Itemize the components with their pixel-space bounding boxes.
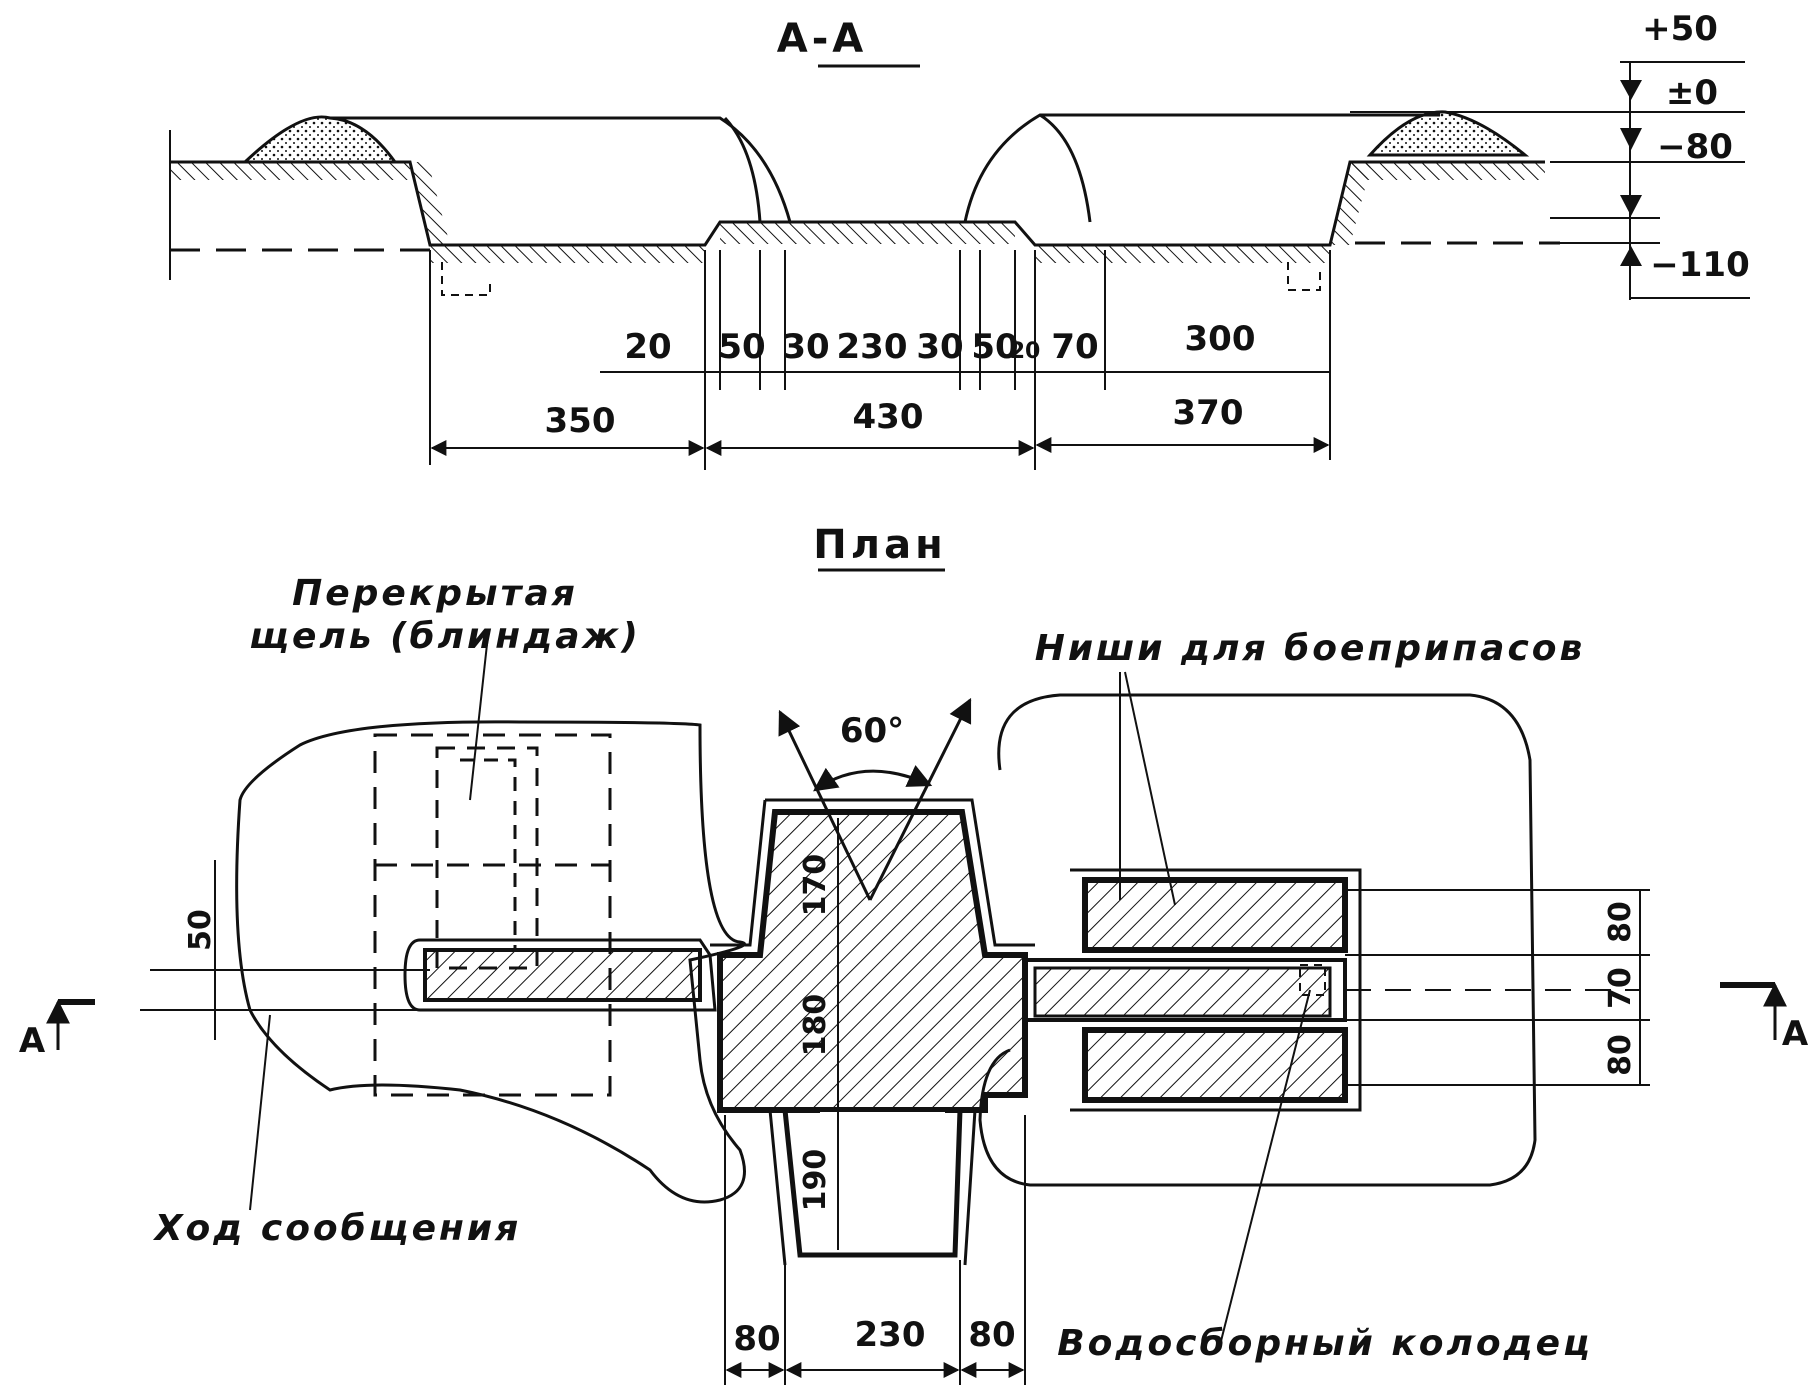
fire-sector-arc-right xyxy=(1039,113,1092,223)
plan-dim-left: 50 xyxy=(150,860,430,1040)
elev-plus-50: +50 xyxy=(1642,9,1718,49)
plan-dim-bottom-80a: 80 xyxy=(733,1319,780,1359)
angle-arc xyxy=(813,765,933,792)
soil-hatch-platform xyxy=(720,222,1015,244)
plan-dim-bottom-80b: 80 xyxy=(968,1315,1015,1355)
ammo-niche-top xyxy=(1082,877,1348,953)
section-dims-top: 20 50 30 230 30 50 20 70 300 xyxy=(429,250,1331,470)
dim-50b: 50 xyxy=(971,327,1018,367)
plan-dim-50: 50 xyxy=(183,909,218,951)
soil-hatch-right xyxy=(1350,162,1545,180)
comm-trench-hatch xyxy=(423,948,702,1002)
dim-30a: 30 xyxy=(782,327,829,367)
elev-minus-80: −80 xyxy=(1657,127,1733,167)
section-mark-left-label: А xyxy=(19,1021,46,1061)
label-ammo-niches: Ниши для боеприпасов xyxy=(1035,628,1586,669)
entrance-ramp xyxy=(782,1109,963,1258)
elevation-marks: +50 ±0 −80 −110 xyxy=(1350,9,1750,300)
fire-sector-line-right xyxy=(963,113,1440,223)
ammo-niche-bottom xyxy=(1082,1027,1348,1103)
soil-hatch-slope-right xyxy=(1330,162,1372,245)
angle-label: 60° xyxy=(840,711,904,751)
comm-trench xyxy=(403,938,717,1012)
right-trench-hatch xyxy=(1033,966,1332,1018)
platform-outer-edge xyxy=(765,798,1035,947)
section-mark-right: А xyxy=(1720,982,1808,1054)
plan-view: План 60° xyxy=(19,522,1808,1385)
plan-dims-right: 80 70 80 xyxy=(1345,889,1650,1086)
dim-20: 20 xyxy=(624,327,671,367)
fire-sector-line-left xyxy=(330,116,792,223)
sector-ray-right xyxy=(868,697,972,901)
platform-outer-edge-left xyxy=(710,799,767,947)
covered-slit-inner xyxy=(435,746,539,970)
section-mark-right-label: А xyxy=(1782,1014,1808,1054)
soil-hatch-slope-left xyxy=(410,162,450,245)
leader-slit xyxy=(469,634,489,801)
parapet-right xyxy=(1366,110,1530,157)
section-title: А-А xyxy=(777,16,868,62)
ramp-floor xyxy=(820,1112,945,1252)
plan-dim-170: 170 xyxy=(798,854,833,917)
section-dims-bottom: 350 430 370 xyxy=(430,393,1330,456)
sector-ray-left xyxy=(778,709,872,901)
sump-left xyxy=(441,262,491,296)
outline-right xyxy=(978,693,1537,1187)
dim-430: 430 xyxy=(853,397,924,437)
plan-dim-bottom-230: 230 xyxy=(855,1315,926,1355)
label-sump: Водосборный колодец xyxy=(1057,1323,1593,1364)
water-sump xyxy=(1299,964,1326,996)
section-mark-left: А xyxy=(19,999,95,1061)
plan-title: План xyxy=(813,522,946,568)
label-covered-slit-1: Перекрытая xyxy=(292,573,578,614)
covered-slit-outline xyxy=(373,733,612,1097)
label-comm-trench: Ход сообщения xyxy=(153,1208,521,1249)
leader-sump xyxy=(1219,989,1311,1346)
dim-230: 230 xyxy=(837,327,908,367)
dim-50a: 50 xyxy=(718,327,765,367)
leader-niche-2 xyxy=(1124,671,1176,906)
plan-dims-center: 170 180 190 xyxy=(798,818,839,1250)
firing-platform xyxy=(717,809,1028,1113)
soil-hatch-left xyxy=(170,162,410,180)
fire-sector-arc-left xyxy=(723,116,762,223)
plan-dim-70: 70 xyxy=(1603,967,1638,1009)
plan-dims-bottom: 80 230 80 xyxy=(724,1115,1026,1385)
dim-350: 350 xyxy=(545,401,616,441)
plan-dim-80b: 80 xyxy=(1603,1034,1638,1076)
dim-30b: 30 xyxy=(916,327,963,367)
parapet-left xyxy=(241,115,398,164)
elev-minus-110: −110 xyxy=(1650,245,1749,285)
leader-trench xyxy=(249,1014,271,1211)
label-covered-slit-2: щель (блиндаж) xyxy=(249,616,641,657)
dim-70: 70 xyxy=(1051,327,1098,367)
section-a-a: А-А xyxy=(169,9,1750,470)
plan-dim-80a: 80 xyxy=(1603,901,1638,943)
dim-370: 370 xyxy=(1173,393,1244,433)
plan-dim-190: 190 xyxy=(798,1149,833,1212)
elev-zero: ±0 xyxy=(1666,73,1718,113)
sump-right xyxy=(1287,262,1321,291)
soil-hatch-bottom-right xyxy=(1035,245,1330,263)
plan-dim-180: 180 xyxy=(798,994,833,1057)
soil-hatch-bottom-left xyxy=(430,245,705,263)
dim-300: 300 xyxy=(1185,319,1256,359)
dim-20b: 20 xyxy=(1010,339,1041,364)
